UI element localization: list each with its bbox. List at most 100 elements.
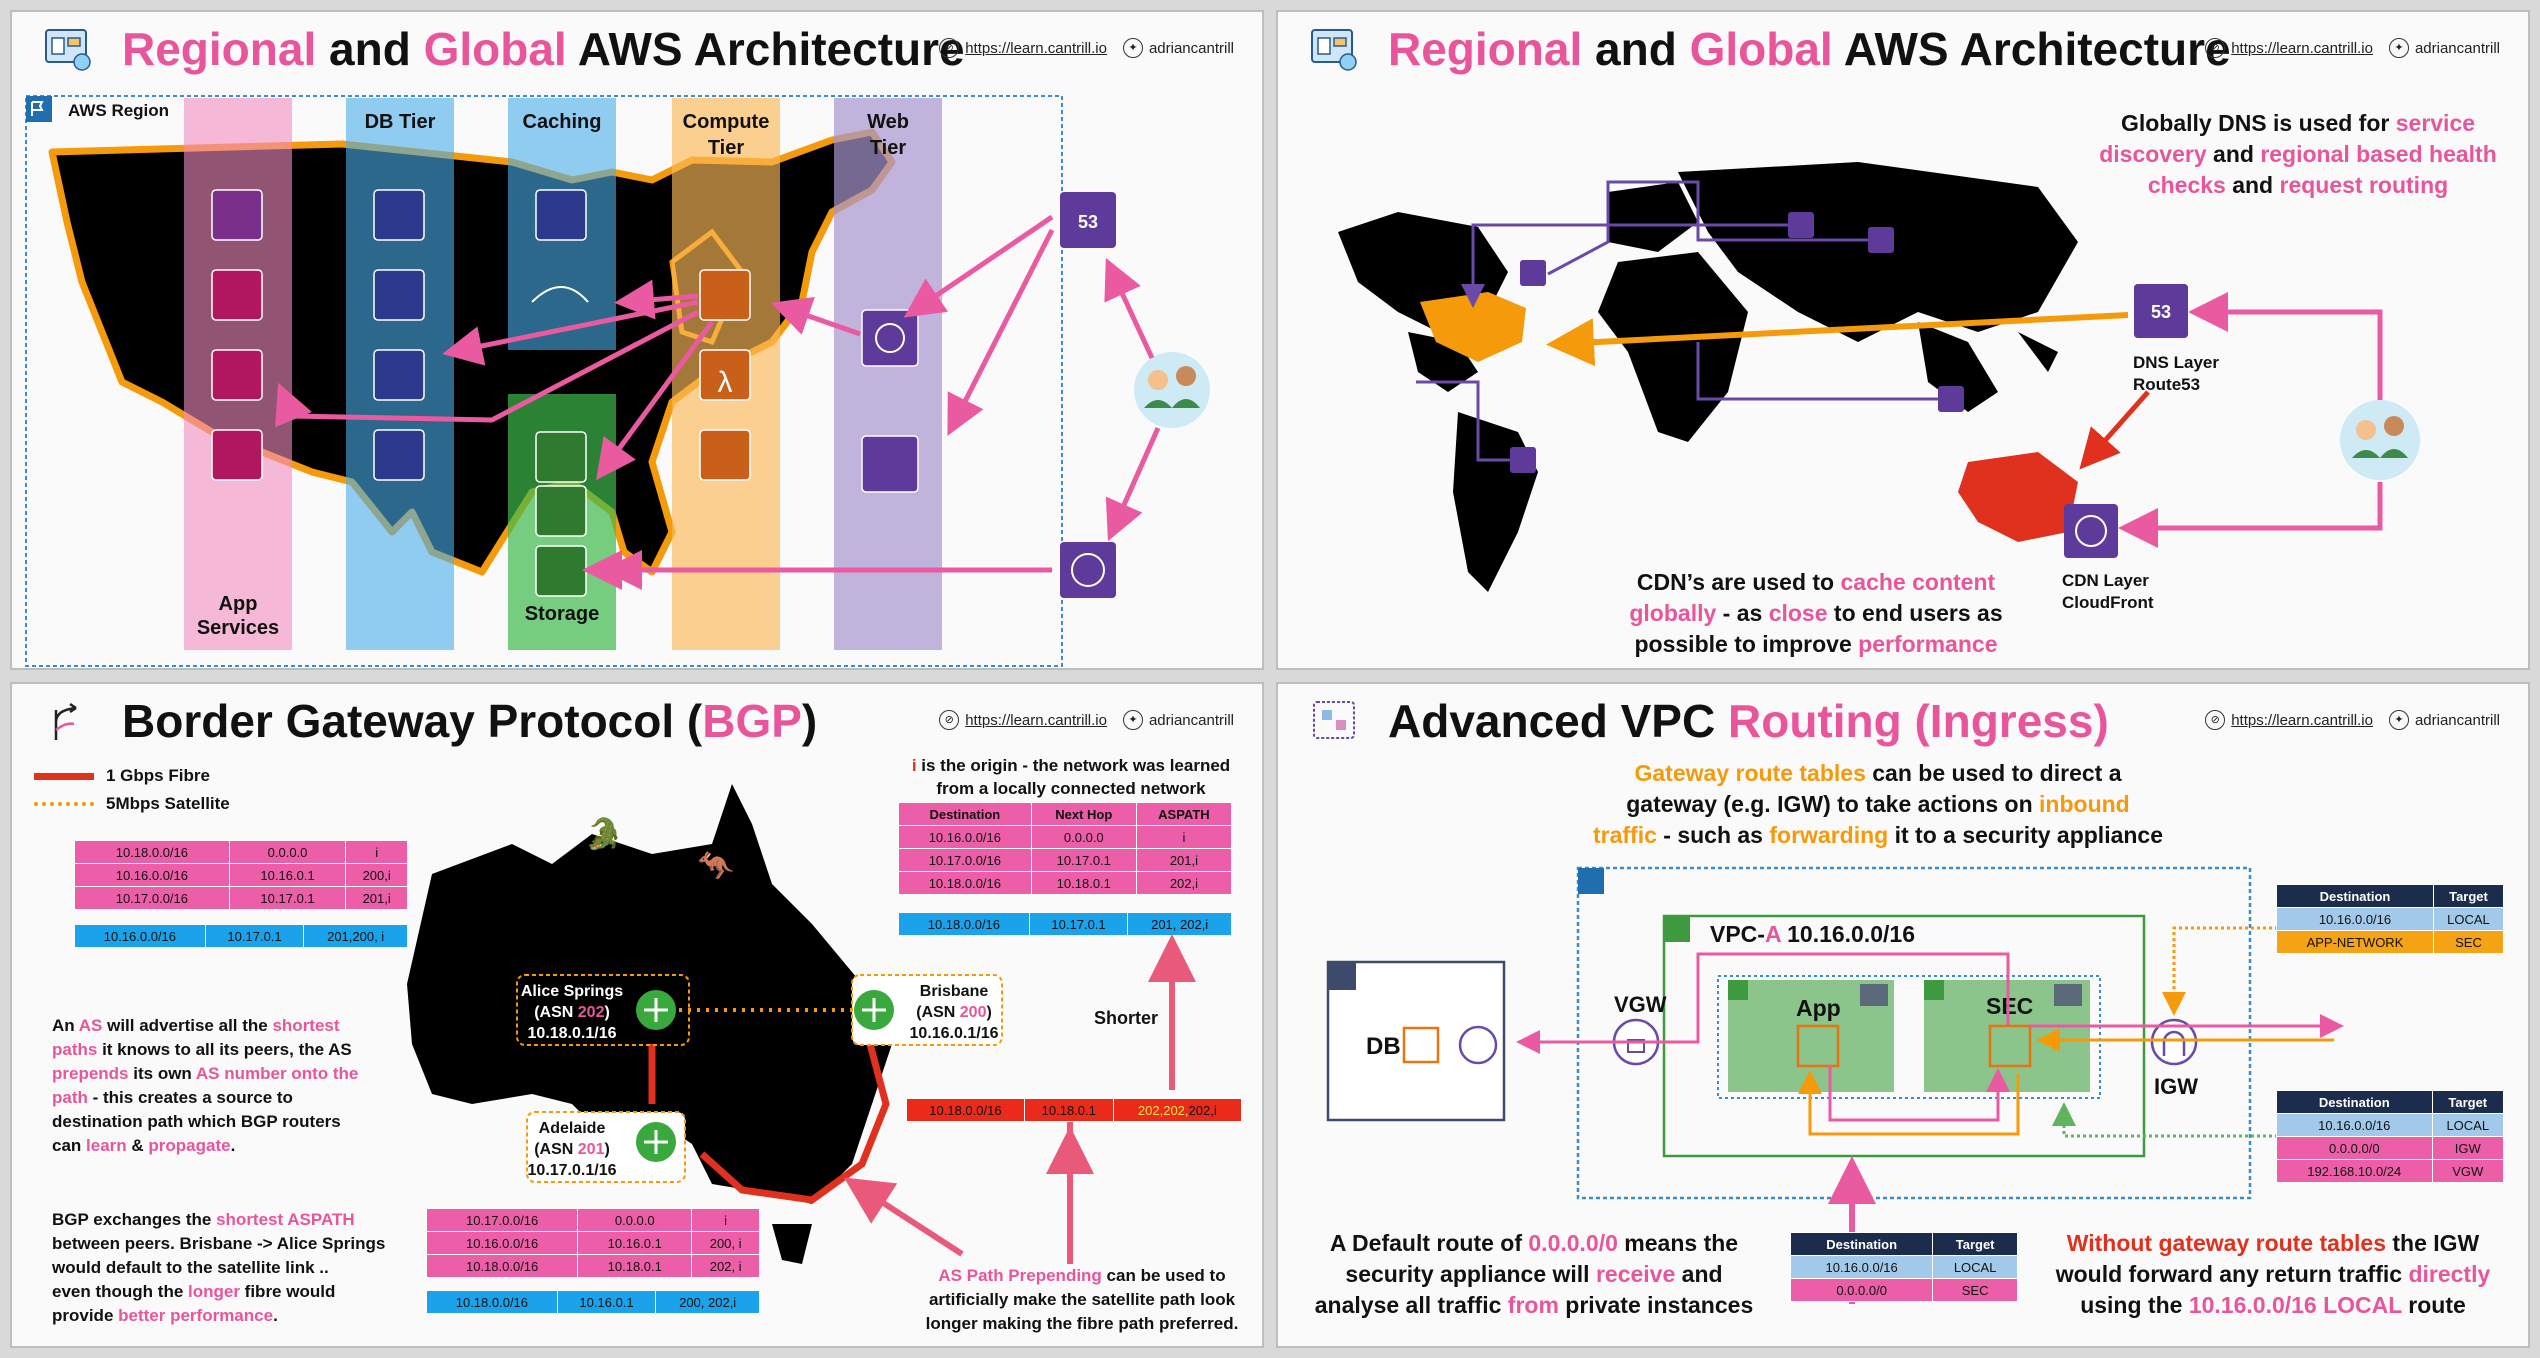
page-title: Border Gateway Protocol (BGP) [122,695,818,747]
db-icon-4 [373,429,425,481]
ec2-icon [699,269,751,321]
alice-asn: (ASN 202) [534,1004,610,1021]
cdn-description: CDN’s are used to cache content globally… [1629,569,2003,657]
fibre-path [699,1043,890,1204]
brisbane-name: Brisbane [920,983,989,1000]
panel-global-architecture: Regional and Global AWS Architecture ⊘ht… [1276,10,2530,670]
panel-vpc-ingress-routing: Advanced VPC Routing (Ingress) ⊘ https://… [1276,682,2530,1348]
web-label-line1: Web [867,111,909,133]
cache-icon [535,189,587,241]
app-services-label-line2: Services [197,617,279,639]
compute-label-line2: Tier [708,137,745,159]
twitter-handle[interactable]: adriancantrill [2414,711,2500,729]
adelaide-name: Adelaide [539,1120,606,1137]
usa-highlight [1420,292,1526,362]
igw-label: IGW [2154,1074,2198,1099]
website-link[interactable]: https://learn.cantrill.io [965,711,1107,729]
db-icon-1 [373,189,425,241]
compass-icon: ⊘ [939,710,960,730]
compute-label-line1: Compute [683,111,770,133]
route53-icon [1060,192,1116,248]
header-links: ⊘https://learn.cantrill.io ✦adriancantri… [939,38,1234,58]
regional-diagram: AWS Region App Services DB Tier Caching … [25,95,1210,667]
brisbane-box [851,974,1003,1046]
brisbane-asn: (ASN 200) [916,1004,992,1021]
as-description: An AS will advertise all the shortest pa… [52,1016,359,1155]
twitter-icon: ✦ [2388,38,2409,58]
satellite-legend-line [34,802,94,806]
app-server-icon [1860,984,1888,1006]
aws-cloud-boundary [1576,866,2252,1200]
twitter-handle[interactable]: adriancantrill [1148,39,1234,57]
app-service-icon-3 [211,349,263,401]
compute-icon-3 [699,429,751,481]
bgp-logo-icon [54,702,77,740]
page-title: Regional and Global AWS Architecture [1388,23,2231,75]
fibre-legend-line [34,772,94,780]
website-link[interactable]: https://learn.cantrill.io [965,39,1107,57]
api-gateway-icon [861,435,919,493]
edge-location-icons [1510,212,1964,473]
sec-server-icon [2054,984,2082,1006]
link-legend: 1 Gbps Fibre 5Mbps Satellite [34,766,230,814]
sec-lock-icon [1924,980,1944,1000]
db-datacenter-box [1326,960,1506,1122]
web-label-line2: Tier [870,137,907,159]
db-icon-3 [373,349,425,401]
app-service-icon-2 [211,269,263,321]
adelaide-ip: 10.17.0.1/16 [528,1162,617,1179]
brisbane-ip: 10.16.0.1/16 [910,1025,999,1042]
header-links: ⊘ https://learn.cantrill.io ✦ adriancantri… [2205,710,2500,730]
architecture-logo-icon [45,29,91,71]
app-service-icon-1 [211,189,263,241]
cloudfront-icon [1060,542,1116,598]
svg-text:53: 53 [2151,302,2171,322]
vpc-boundary [1662,914,2146,1158]
route-table-link [2052,1102,2278,1138]
users-icon [2340,400,2420,480]
vpc-routing-diagram: DB VPC-A 10.16.0.0/16 App SEC VGW IGW [1326,866,2344,1304]
twitter-handle[interactable]: adriancantrill [2414,39,2500,57]
default-route-description: A Default route of 0.0.0.0/0 means the s… [1314,1230,1754,1318]
vpc-logo-icon [1313,701,1355,739]
app-service-icon-4 [211,429,263,481]
gateway-route-description: Gateway route tables can be used to dire… [1592,760,2164,848]
traffic-arrows [275,214,1161,590]
website-link[interactable]: https://learn.cantrill.io [2231,39,2373,57]
sec-label: SEC [1986,993,2033,1019]
users-icon [1134,352,1210,428]
cdn-links [1416,180,1938,462]
page-title: Advanced VPC Routing (Ingress) [1388,695,2109,747]
vpc-icon [1664,916,1690,942]
panel-bgp: Border Gateway Protocol (BGP) ⊘ https://l… [10,682,1264,1348]
app-instance-icon [1796,1024,1840,1068]
cache-bolt-icon [531,286,589,303]
twitter-handle[interactable]: adriancantrill [1148,711,1234,729]
twitter-icon: ✦ [2388,710,2409,730]
architecture-logo-icon [1311,29,1357,71]
prepended-route: 10.18.0.0/16 10.18.0.1 202,202,202,i [906,1098,1243,1122]
header-links: ⊘https://learn.cantrill.io ✦adriancantri… [939,710,1234,730]
dns-layer-label: DNS Layer [2133,353,2219,372]
compass-icon: ⊘ [2205,710,2226,730]
origin-note: i is the origin - the network was learne… [911,756,1231,798]
bgp-description: BGP exchanges the shortest ASPATH betwee… [52,1210,386,1325]
website-link[interactable]: https://learn.cantrill.io [2231,711,2373,729]
without-gateway-description: Without gateway route tables the IGW wou… [2055,1230,2491,1318]
alice-name: Alice Springs [521,983,623,1000]
db-label: DB [1366,1033,1401,1060]
shorter-label: Shorter [1094,1008,1158,1028]
kangaroo-icon: 🦘 [697,850,735,883]
world-map-diagram: 53 DNS Layer Route53 CDN Layer CloudFron… [1338,162,2420,612]
page-title: Regional and Global AWS Architecture [122,23,965,75]
caching-label: Caching [523,111,602,133]
app-lock-icon [1728,980,1748,1000]
australia-highlight [1958,452,2078,542]
storage-icon-2 [535,485,587,537]
